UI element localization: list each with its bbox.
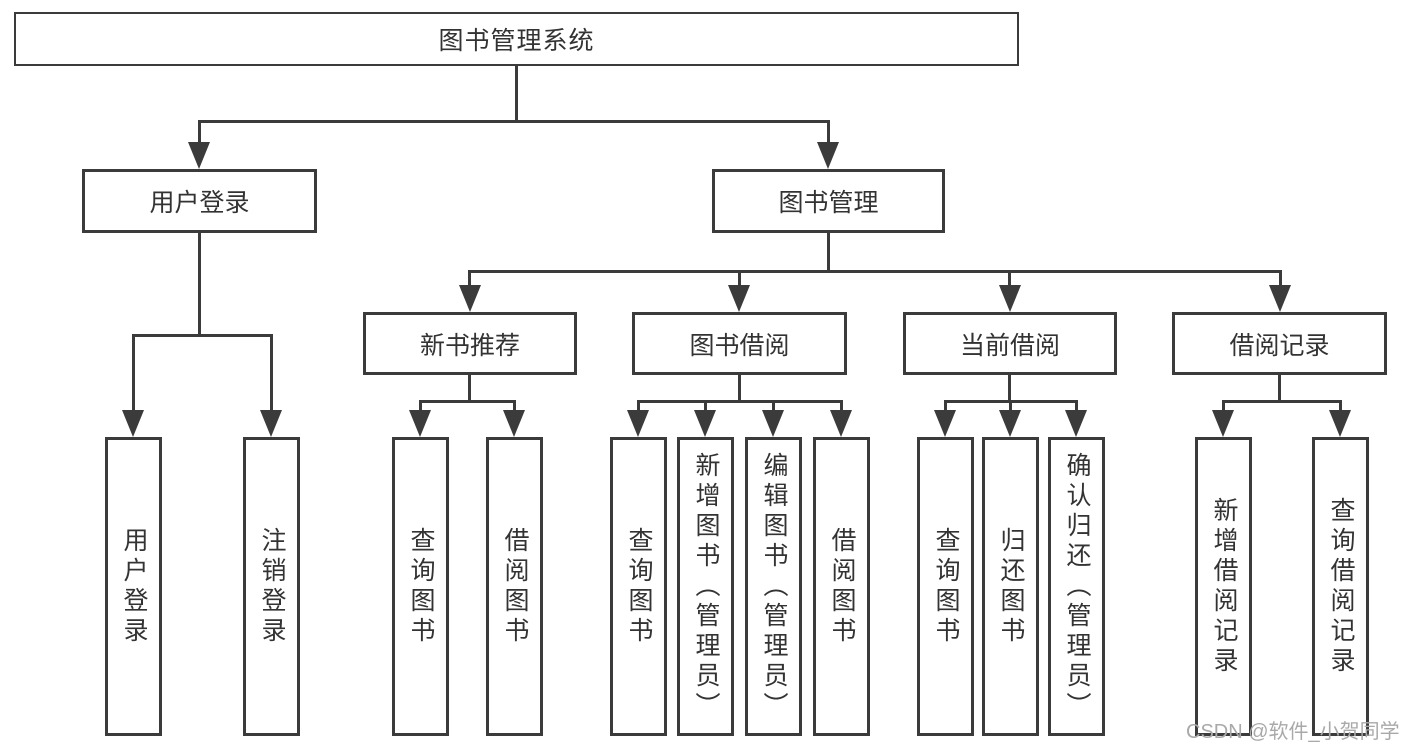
leaf-user-login: 用户登录 (105, 437, 162, 736)
node-label: 用户登录 (149, 189, 250, 217)
connector-line (1075, 400, 1078, 414)
leaf-label: 确认归还（管理员） (1063, 451, 1091, 722)
leaf-cb-confirm-return-admin: 确认归还（管理员） (1048, 437, 1105, 736)
leaf-label: 归还图书 (997, 526, 1025, 647)
leaf-label: 注销登录 (258, 526, 286, 647)
connector-line (1008, 373, 1011, 402)
leaf-logout: 注销登录 (243, 437, 300, 736)
connector-line (1278, 373, 1281, 402)
connector-line (515, 64, 518, 122)
leaf-label: 借阅图书 (828, 526, 856, 647)
connector-line (1222, 400, 1225, 414)
connector-line (513, 400, 516, 414)
leaf-cb-query-books: 查询图书 (917, 437, 974, 736)
leaf-label: 查询图书 (625, 526, 653, 647)
connector-line (1009, 400, 1012, 414)
arrow-down-icon (999, 285, 1021, 312)
connector-line (419, 400, 516, 403)
connector-line (637, 400, 843, 403)
node-label: 借阅记录 (1229, 331, 1330, 360)
arrow-down-icon (1065, 410, 1087, 437)
arrow-down-icon (627, 410, 649, 437)
connector-line (198, 120, 201, 146)
leaf-bb-borrow-books: 借阅图书 (813, 437, 870, 736)
node-label: 图书借阅 (689, 331, 790, 360)
leaf-nbr-borrow-books: 借阅图书 (486, 437, 543, 736)
connector-line (827, 120, 830, 146)
connector-line (132, 334, 135, 414)
leaf-label: 用户登录 (120, 526, 148, 647)
arrow-down-icon (1269, 285, 1291, 312)
connector-line (1008, 270, 1011, 288)
arrow-down-icon (188, 142, 210, 169)
arrow-down-icon (762, 410, 784, 437)
connector-line (1222, 400, 1342, 403)
connector-line (840, 400, 843, 414)
arrow-down-icon (934, 410, 956, 437)
leaf-label: 编辑图书（管理员） (760, 451, 788, 722)
leaf-label: 新增图书（管理员） (692, 451, 720, 722)
connector-line (270, 334, 273, 414)
connector-line (1339, 400, 1342, 414)
node-new-book-recommendation: 新书推荐 (363, 312, 577, 375)
node-library-management-system: 图书管理系统 (14, 12, 1019, 66)
node-label: 新书推荐 (419, 331, 520, 360)
leaf-label: 查询借阅记录 (1327, 496, 1355, 677)
watermark: CSDN @软件_小贺同学 (1186, 721, 1400, 743)
leaf-br-add-record: 新增借阅记录 (1195, 437, 1252, 736)
connector-line (468, 373, 471, 402)
leaf-bb-query-books: 查询图书 (610, 437, 667, 736)
arrow-down-icon (459, 285, 481, 312)
arrow-down-icon (728, 285, 750, 312)
leaf-label: 借阅图书 (501, 526, 529, 647)
connector-line (772, 400, 775, 414)
node-book-management: 图书管理 (712, 169, 945, 233)
node-label: 当前借阅 (959, 331, 1060, 360)
arrow-down-icon (694, 410, 716, 437)
node-borrowing-records: 借阅记录 (1172, 312, 1387, 375)
connector-line (944, 400, 947, 414)
leaf-cb-return-books: 归还图书 (982, 437, 1039, 736)
arrow-down-icon (260, 410, 282, 437)
arrow-down-icon (817, 142, 839, 169)
connector-line (1279, 270, 1282, 288)
arrow-down-icon (830, 410, 852, 437)
arrow-down-icon (1329, 410, 1351, 437)
leaf-label: 查询图书 (407, 526, 435, 647)
connector-line (827, 231, 830, 273)
node-user-login: 用户登录 (82, 169, 317, 233)
arrow-down-icon (409, 410, 431, 437)
connector-line (132, 334, 273, 337)
connector-line (637, 400, 640, 414)
connector-line (738, 270, 741, 288)
leaf-label: 查询图书 (932, 526, 960, 647)
node-label: 图书管理系统 (438, 27, 595, 55)
connector-line (468, 270, 1282, 273)
leaf-bb-add-books-admin: 新增图书（管理员） (677, 437, 734, 736)
arrow-down-icon (122, 410, 144, 437)
leaf-bb-edit-books-admin: 编辑图书（管理员） (745, 437, 802, 736)
leaf-br-query-record: 查询借阅记录 (1312, 437, 1369, 736)
connector-line (419, 400, 422, 414)
connector-line (198, 231, 201, 337)
node-label: 图书管理 (778, 189, 879, 217)
node-current-borrowing: 当前借阅 (903, 312, 1117, 375)
connector-line (198, 120, 830, 123)
leaf-nbr-query-books: 查询图书 (392, 437, 449, 736)
connector-line (704, 400, 707, 414)
leaf-label: 新增借阅记录 (1210, 496, 1238, 677)
arrow-down-icon (503, 410, 525, 437)
node-book-borrowing: 图书借阅 (632, 312, 847, 375)
connector-line (468, 270, 471, 288)
connector-line (738, 373, 741, 402)
arrow-down-icon (999, 410, 1021, 437)
arrow-down-icon (1212, 410, 1234, 437)
